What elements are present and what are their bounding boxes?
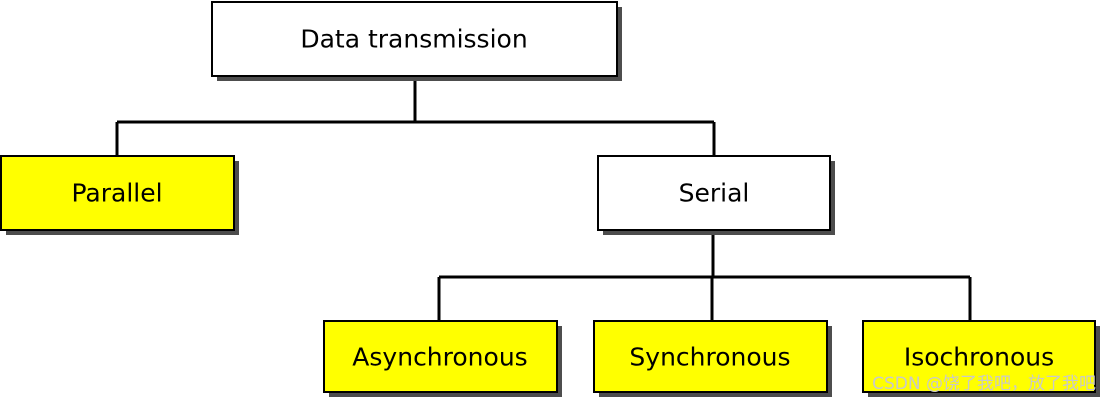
node-label: Isochronous — [904, 343, 1054, 372]
node-label: Synchronous — [629, 343, 790, 372]
node-label: Serial — [679, 179, 750, 208]
node-label: Data transmission — [300, 25, 527, 54]
node-label: Parallel — [71, 179, 162, 208]
node-data-transmission: Data transmission — [211, 1, 622, 81]
node-box — [0, 155, 235, 231]
connectors — [115, 76, 972, 321]
csdn-watermark: CSDN @饶了我吧，放了我吧 — [872, 374, 1096, 394]
node-serial: Serial — [597, 155, 835, 235]
node-parallel: Parallel — [0, 155, 239, 235]
node-box — [862, 320, 1096, 393]
node-box — [593, 320, 828, 393]
node-label: Asynchronous — [352, 343, 527, 372]
node-asynchronous: Asynchronous — [323, 320, 562, 397]
node-isochronous: Isochronous — [862, 320, 1100, 397]
node-box — [323, 320, 558, 393]
node-box — [597, 155, 831, 231]
node-synchronous: Synchronous — [593, 320, 832, 397]
node-box — [211, 1, 618, 77]
